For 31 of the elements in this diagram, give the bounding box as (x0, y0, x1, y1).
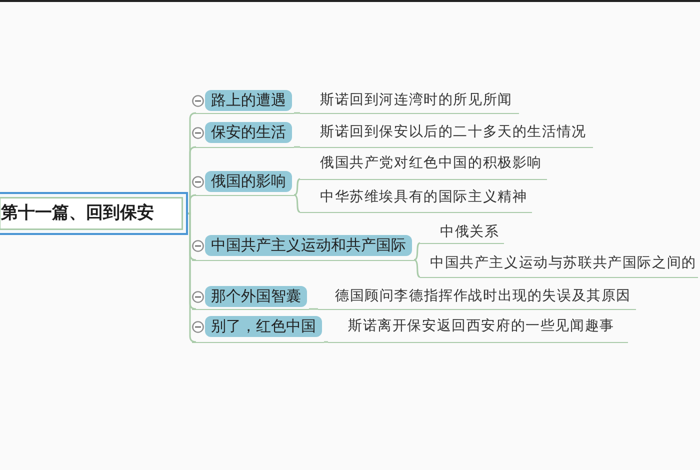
subtopic-text: 斯诺离开保安返回西安府的一些见闻趣事 (328, 316, 628, 343)
topic-node (192, 286, 309, 310)
topic-node (192, 171, 294, 196)
topic-node (192, 90, 294, 114)
connector-line (188, 194, 196, 214)
connector-line (414, 259, 420, 278)
subtopic-text: 中华苏维埃具有的国际主义精神 (300, 187, 532, 213)
subtopic-text: 中俄关系 (420, 222, 504, 244)
subtopic-text: 俄国共产党对红色中国的积极影响 (300, 153, 547, 180)
connector-line (294, 112, 300, 114)
topic-node (192, 316, 324, 343)
topic-label: 路上的遭遇 (205, 90, 292, 111)
topic-label: 保安的生活 (205, 122, 292, 143)
root-topic: 第十一篇、回到保安 (0, 192, 188, 235)
subtopic-text: 斯诺回到保安以后的二十多天的生活情况 (300, 122, 594, 148)
connector-line (309, 308, 318, 310)
topic-label: 那个外国智囊 (205, 286, 307, 307)
subtopic-text: 斯诺回到河连湾时的所见所闻 (300, 90, 520, 114)
connector-line (294, 194, 300, 213)
subtopic-text: 德国顾问李德指挥作战时出现的失误及其原因 (318, 286, 636, 310)
connector-line (324, 341, 328, 343)
topic-label: 别了，红色中国 (205, 316, 322, 337)
connector-line (188, 212, 196, 343)
topic-label: 中国共产主义运动和共产国际 (205, 235, 412, 256)
connector-line (294, 178, 300, 196)
connector-line (294, 146, 300, 148)
subtopic-text: 中国共产主义运动与苏联共产国际之间的 (420, 253, 698, 278)
topic-label: 俄国的影响 (205, 171, 292, 192)
topic-node (192, 235, 414, 261)
topic-node (192, 122, 294, 148)
connector-line (414, 242, 420, 261)
